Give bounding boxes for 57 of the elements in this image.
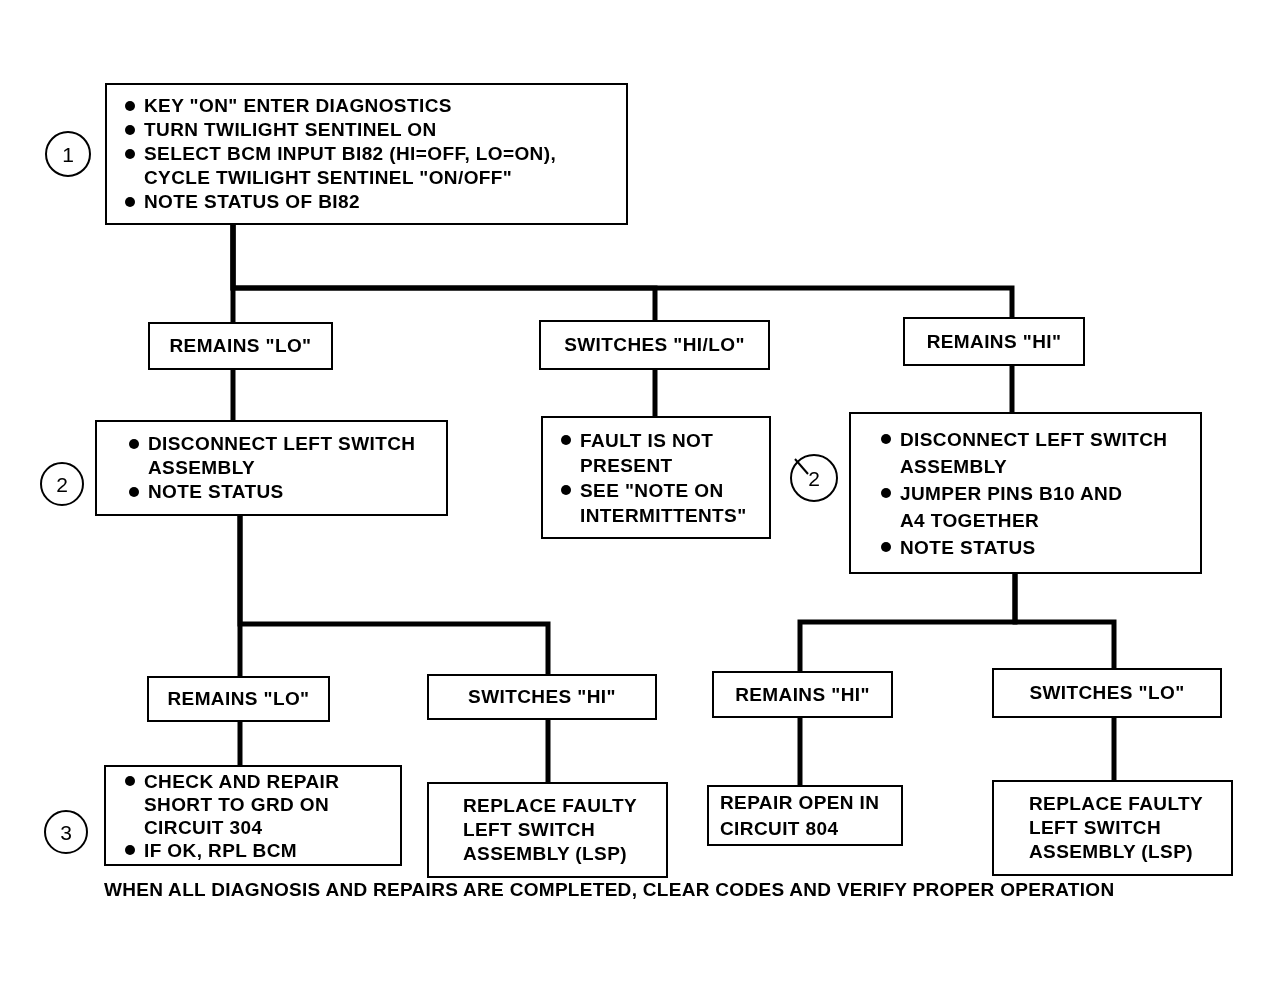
step-number-circle [40,462,84,506]
result-text: REMAINS "LO" [167,687,310,711]
connector-line [237,722,243,765]
crossed-out-step-circle [790,454,838,502]
action-text: REPLACE FAULTY LEFT SWITCH ASSEMBLY (LSP) [463,794,638,866]
result-text: REMAINS "HI" [735,682,870,707]
connector-line [652,370,658,416]
step-number-circle [44,810,88,854]
instruction-box [849,412,1202,574]
instruction-box [104,765,402,866]
result-text: SWITCHES "LO" [1029,681,1185,705]
step-number: 1 [62,143,74,165]
instruction-text: NOTE STATUS OF BI82 [144,190,360,214]
result-box [539,320,770,370]
connector-line [230,225,1015,317]
connector-line [230,370,236,420]
result-text: SWITCHES "HI/LO" [564,333,745,357]
step-number: 3 [60,821,72,843]
instruction-text: FAULT IS NOT PRESENT [580,428,715,478]
result-box [427,674,657,720]
instruction-text: SELECT BCM INPUT BI82 (HI=OFF, LO=ON), CYCLE TWILIGHT SENTINEL "ON/OFF" [144,142,558,190]
result-box [147,676,330,722]
connector-line [237,516,551,674]
result-box [903,317,1085,366]
instruction-text: SEE "NOTE ON INTERMITTENTS" [580,478,748,528]
action-box [427,782,668,878]
connector-line [545,720,551,782]
result-text: REMAINS "HI" [926,329,1062,354]
action-box [707,785,903,846]
instruction-text: JUMPER PINS B10 AND A4 TOGETHER [900,481,1124,533]
note-text: WHEN ALL DIAGNOSIS AND REPAIRS ARE COMPLETED, CLEAR CODES AND VERIFY PROPER OPERATION [104,878,1116,902]
instruction-text: IF OK, RPL BCM [144,838,298,862]
instruction-text: DISCONNECT LEFT SWITCH ASSEMBLY [148,432,417,480]
instruction-box [95,420,448,516]
step-number: 2 [808,467,820,489]
result-box [148,322,333,370]
instruction-text: DISCONNECT LEFT SWITCH ASSEMBLY [900,427,1169,479]
action-text: REPLACE FAULTY LEFT SWITCH ASSEMBLY (LSP) [1029,792,1204,864]
instruction-box [541,416,771,539]
instruction-text: TURN TWILIGHT SENTINEL ON [144,118,437,142]
instruction-text: KEY "ON" ENTER DIAGNOSTICS [144,94,452,118]
connector-line [797,718,803,785]
connector-line [1111,718,1117,780]
connector-line [1009,366,1015,412]
result-box [712,671,893,718]
instruction-text: NOTE STATUS [148,480,284,504]
instruction-text: CHECK AND REPAIR SHORT TO GRD ON CIRCUIT 304 [144,769,341,839]
step-number-circle [45,131,91,177]
instruction-box [105,83,628,225]
instruction-text: NOTE STATUS [900,535,1036,560]
action-box [992,780,1233,876]
result-box [992,668,1222,718]
connector-line [1012,574,1117,668]
result-text: SWITCHES "HI" [468,685,616,709]
result-text: REMAINS "LO" [169,334,312,358]
step-number: 2 [56,473,68,495]
action-text: REPAIR OPEN IN CIRCUIT 804 [720,790,881,841]
